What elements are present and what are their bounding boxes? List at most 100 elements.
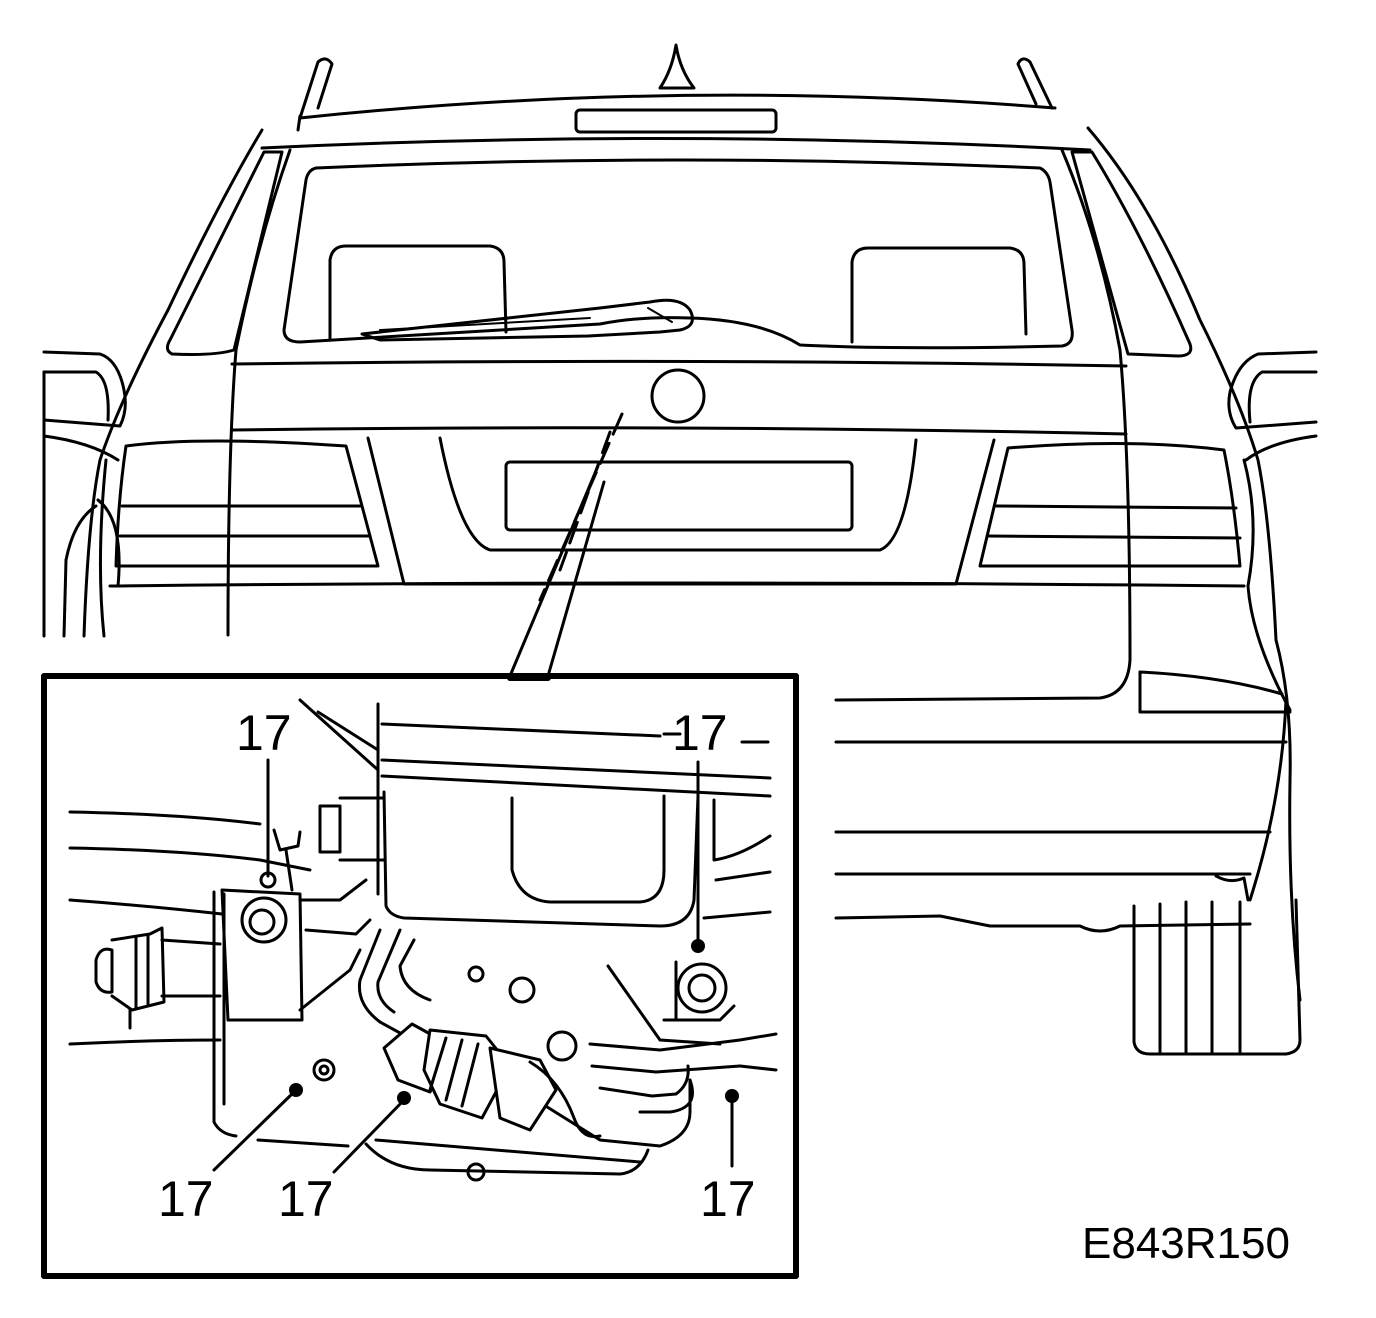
linkage-diag (298, 948, 362, 1012)
actuator-housing (110, 926, 166, 1012)
cable-right-bend (638, 1078, 694, 1114)
tail-light-left (114, 439, 380, 568)
bolt-mid-small (467, 965, 485, 983)
left-mount-frame (212, 890, 238, 1138)
harness-inner (376, 928, 402, 1014)
bottom-rail-curve (364, 1142, 650, 1176)
actuator-arm (128, 938, 222, 1030)
actuator-shaft (134, 934, 150, 1010)
tail-light-right-bar2 (986, 534, 1242, 540)
bumper-side (1248, 698, 1288, 902)
window-headrest-left (328, 244, 508, 342)
body-outline-right (1086, 126, 1278, 642)
side-lower-left (62, 504, 98, 638)
fender-down-right (1274, 638, 1302, 1002)
bolt-lower-left-center (318, 1064, 330, 1076)
mirror-right (1227, 350, 1318, 430)
lower-body-curve-left (96, 498, 121, 588)
connector-bolt (546, 1030, 578, 1062)
callout-dot-bottom-middle (397, 1091, 411, 1105)
inset-tailgate-edge (380, 722, 662, 738)
lower-body-line (108, 581, 1246, 588)
mirror-left-inner (42, 370, 110, 422)
inset-leader-right (546, 480, 606, 678)
inset-panel-line2 (68, 846, 312, 872)
plate-recess (366, 436, 996, 586)
roof-rail-right (1016, 57, 1054, 110)
lock-housing-inner (510, 794, 666, 904)
left-grommet-outer (240, 896, 288, 944)
bottom-rail-bolt (466, 1162, 486, 1182)
callout-label-bottom-middle: 17 (278, 1171, 334, 1227)
callout-label-top-left: 17 (236, 705, 292, 761)
rear-window (282, 158, 1074, 350)
tailgate-panel-line (230, 426, 1128, 436)
right-grommet-inner (687, 973, 717, 1003)
inset-hinge-diag (298, 698, 380, 772)
lock-housing-right-block (702, 798, 772, 920)
lower-body-curve-right (1242, 458, 1292, 712)
bottom-rail-left (256, 1138, 350, 1148)
lock-housing (382, 790, 700, 928)
rear-emblem (650, 368, 706, 424)
inset-tailgate-edge2 (380, 758, 772, 780)
right-grommet-outer (676, 962, 728, 1014)
third-brake-light (574, 108, 778, 134)
inset-panel-line1 (68, 810, 262, 826)
cable-right-3 (598, 1064, 690, 1098)
callout-leader-bottom-left (212, 1090, 296, 1172)
tailgate-side-left (226, 148, 292, 637)
bracket-top-left (272, 828, 302, 892)
detail-inset: 17 17 17 17 17 (41, 673, 799, 1279)
bumper-corner (1214, 874, 1250, 902)
lock-housing-left-block (318, 796, 386, 862)
left-mount-plate (220, 888, 304, 1022)
belt-line (230, 359, 1128, 368)
cable-right-2 (590, 1064, 742, 1074)
mirror-right-inner (1247, 370, 1318, 424)
bumper-step (1138, 670, 1292, 714)
license-plate (504, 460, 854, 532)
callout-dot-top-right (691, 939, 705, 953)
rear-tire (1132, 898, 1302, 1056)
actuator-body (94, 947, 114, 994)
bolt-mid (508, 976, 536, 1004)
right-bracket (606, 960, 736, 1046)
plate-recess-inner (438, 436, 918, 552)
tailgate-top-edge (260, 136, 1092, 152)
inset-panel-line4 (68, 1038, 222, 1046)
car-rear-view (42, 43, 1318, 1056)
window-headrest-right (850, 246, 1028, 344)
callout-dot-bottom-right (725, 1089, 739, 1103)
callout-label-top-right: 17 (672, 705, 728, 761)
rear-wiper-detail (379, 307, 673, 331)
connector-mid (422, 1028, 512, 1120)
harness-top (398, 938, 432, 1002)
body-outline-left-inner (98, 458, 108, 638)
roof-line (298, 93, 1057, 120)
callout-leader-bottom-middle (332, 1098, 406, 1174)
connector-ridges (428, 1036, 480, 1108)
linkage-upper (298, 878, 372, 936)
bumper-bottom (834, 914, 1252, 933)
side-glass-right (1070, 150, 1193, 358)
figure-reference-code: E843R150 (1082, 1219, 1290, 1268)
inset-panel-line3 (68, 898, 224, 916)
left-grommet-inner (248, 908, 276, 936)
callout-label-bottom-left: 17 (158, 1171, 214, 1227)
callout-dot-bottom-left (289, 1083, 303, 1097)
bolt-lower-left (312, 1058, 336, 1082)
body-outline-left (82, 128, 264, 638)
inset-leader-left (508, 464, 600, 678)
roof-antenna (658, 43, 696, 90)
inset-frame (41, 673, 799, 1279)
cable-right-4 (738, 1032, 778, 1072)
tail-light-right-bar1 (994, 504, 1238, 510)
tailgate-side-right (834, 148, 1132, 702)
callout-label-bottom-right: 17 (700, 1171, 756, 1227)
fender-line-right (1244, 434, 1318, 462)
bumper-step-top (1138, 670, 1284, 696)
inset-tailgate-edge3 (380, 774, 772, 798)
side-glass-left (165, 150, 284, 356)
rear-wiper (360, 298, 694, 342)
